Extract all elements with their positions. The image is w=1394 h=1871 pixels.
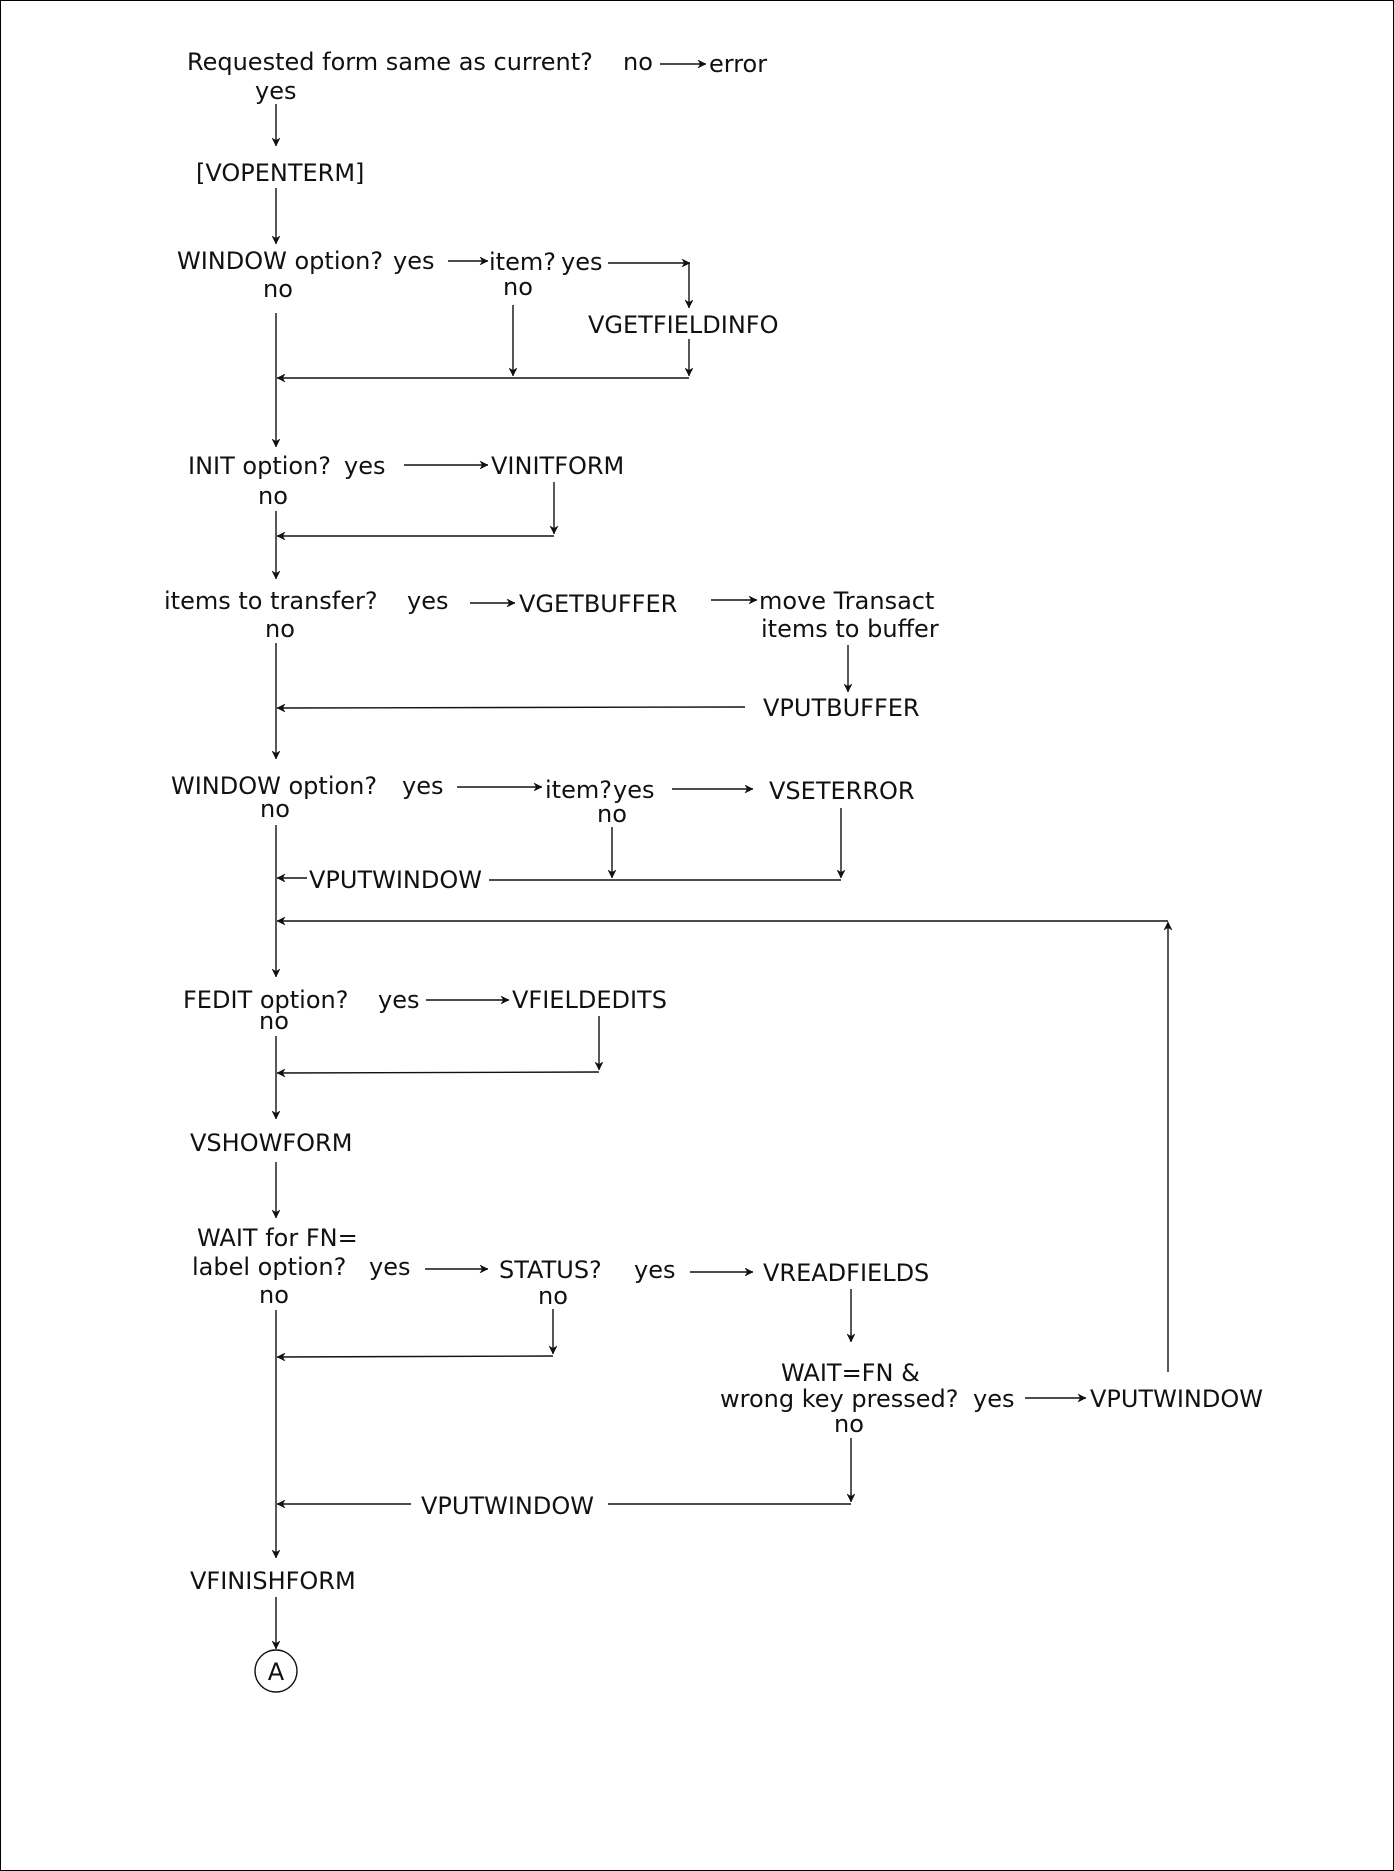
- init-option-no-label: no: [258, 482, 288, 510]
- offpage-connector: [254, 1649, 298, 1693]
- window-option-2-no-label: no: [260, 795, 290, 823]
- vreadfields-step: VREADFIELDS: [763, 1259, 929, 1287]
- items-to-transfer-question: items to transfer?: [164, 587, 378, 615]
- status-question: STATUS?: [499, 1256, 602, 1284]
- fedit-option-yes-label: yes: [378, 986, 419, 1014]
- window-option-1-no-label: no: [263, 275, 293, 303]
- waitfn-yes-label: yes: [973, 1385, 1014, 1413]
- vgetfieldinfo-step: VGETFIELDINFO: [588, 311, 778, 339]
- fedit-option-question: FEDIT option?: [183, 986, 348, 1014]
- item-1-yes-label: yes: [561, 248, 602, 276]
- vopenterm-step: [VOPENTERM]: [196, 159, 364, 187]
- items-to-transfer-yes-label: yes: [407, 587, 448, 615]
- move-transact-line-2: items to buffer: [761, 615, 939, 643]
- waitfn-no-label: no: [834, 1410, 864, 1438]
- waitfn-question-line-2: wrong key pressed?: [720, 1385, 958, 1413]
- window-option-question-1: WINDOW option?: [177, 247, 383, 275]
- item-2-yes-label: yes: [613, 776, 654, 804]
- wait-yes-label: yes: [369, 1253, 410, 1281]
- window-option-question-2: WINDOW option?: [171, 772, 377, 800]
- line-fedit-merge: [277, 1072, 600, 1073]
- waitfn-question-line-1: WAIT=FN &: [781, 1359, 920, 1387]
- status-yes-label: yes: [634, 1256, 675, 1284]
- status-no-label: no: [538, 1282, 568, 1310]
- requested-form-question: Requested form same as current?: [187, 48, 593, 76]
- connector-label: A: [268, 1658, 285, 1686]
- window-option-1-yes-label: yes: [393, 247, 434, 275]
- item-question-2: item?: [545, 776, 612, 804]
- vputwindow-step-3: VPUTWINDOW: [421, 1492, 594, 1520]
- error-terminal: error: [709, 50, 767, 78]
- wait-question-line-2: label option?: [192, 1253, 346, 1281]
- items-to-transfer-no-label: no: [265, 615, 295, 643]
- requested-form-no-label: no: [623, 48, 653, 76]
- fedit-option-no-label: no: [259, 1007, 289, 1035]
- item-1-no-label: no: [503, 273, 533, 301]
- vgetbuffer-step: VGETBUFFER: [519, 590, 677, 618]
- wait-question-line-1: WAIT for FN=: [197, 1224, 358, 1252]
- init-option-yes-label: yes: [344, 452, 385, 480]
- item-question-1: item?: [489, 248, 556, 276]
- requested-form-yes-label: yes: [255, 77, 296, 105]
- vputwindow-step-1: VPUTWINDOW: [309, 866, 482, 894]
- vseterror-step: VSETERROR: [769, 777, 915, 805]
- vputwindow-step-2: VPUTWINDOW: [1090, 1385, 1263, 1413]
- line-status-no-merge: [277, 1356, 554, 1357]
- move-transact-line-1: move Transact: [759, 587, 934, 615]
- vputbuffer-step: VPUTBUFFER: [763, 694, 920, 722]
- vfinishform-step: VFINISHFORM: [190, 1567, 356, 1595]
- vfieldedits-step: VFIELDEDITS: [512, 986, 667, 1014]
- wait-no-label: no: [259, 1281, 289, 1309]
- vinitform-step: VINITFORM: [491, 452, 624, 480]
- item-2-no-label: no: [597, 800, 627, 828]
- init-option-question: INIT option?: [188, 452, 331, 480]
- line-vputbuffer-merge: [277, 707, 746, 708]
- vshowform-step: VSHOWFORM: [190, 1129, 352, 1157]
- window-option-2-yes-label: yes: [402, 772, 443, 800]
